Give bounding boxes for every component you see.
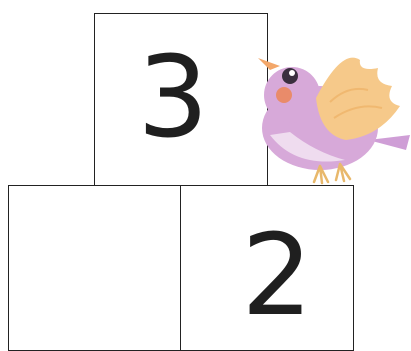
- top-number-box[interactable]: 3: [94, 13, 268, 187]
- bird-cheek: [276, 87, 292, 103]
- bottom-right-number-box[interactable]: 2: [180, 185, 354, 351]
- bird-icon: [250, 40, 411, 190]
- top-number: 3: [137, 42, 208, 154]
- bird-beak: [258, 58, 280, 70]
- bird-wing: [316, 58, 400, 140]
- bird-foot: [336, 164, 350, 181]
- bird-eye: [282, 68, 298, 84]
- bottom-left-number-box[interactable]: [8, 185, 182, 351]
- bird-eye-highlight: [289, 70, 295, 76]
- bottom-right-number: 2: [241, 220, 312, 332]
